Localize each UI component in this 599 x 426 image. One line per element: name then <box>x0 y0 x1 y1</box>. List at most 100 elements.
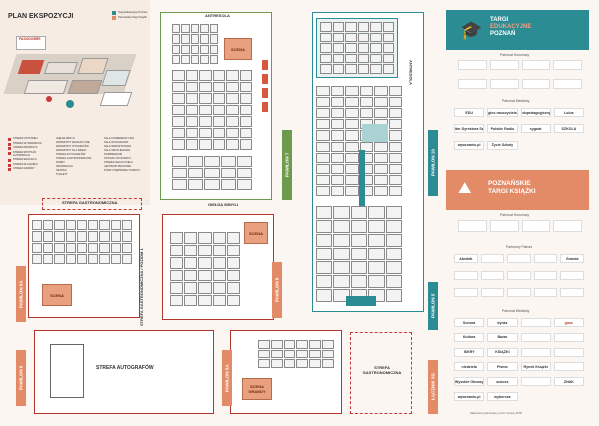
logo-monitor-dyrektora[interactable]: Monitor Dyrektora Szkoły <box>454 124 485 134</box>
strefa-gastronomiczna-top <box>42 198 142 210</box>
pavilion-10-label: PAWILON 10 <box>428 130 438 196</box>
logo-kultura[interactable]: Kultura <box>454 332 485 342</box>
logo-blank <box>507 288 531 297</box>
media-logos-grid: EDU glos nauczyciela edupedagogiczny Lol… <box>454 108 584 154</box>
legend-item: STREFA EDUKACJI <box>13 158 37 162</box>
partners-logos-grid: Abeddk Granda <box>454 254 584 302</box>
legend-label: Targi Edukacyjne Poznań <box>118 10 148 14</box>
logo-lolus[interactable]: Lolus <box>553 108 584 117</box>
legend-item: STREFA OSTATNIEJ <box>13 137 38 140</box>
book-banner: ⛰ POZNAŃSKIE TARGI KSIĄŻKI <box>446 170 589 210</box>
scena-pavilion-7[interactable]: SCENA <box>224 38 252 60</box>
logo-edupedagogiczny[interactable]: edupedagogiczny <box>520 108 551 117</box>
logo-edu[interactable]: EDU <box>454 108 485 117</box>
logo-wyborcza[interactable]: wyborcza <box>487 392 518 402</box>
strefa-gastronomiczna-bottom <box>350 332 412 414</box>
logo-blank <box>560 271 584 280</box>
gastro-top-label: STREFA GASTRONOMICZNA <box>62 200 118 205</box>
legend-item: INFORMACJA <box>56 165 73 169</box>
book-mountains-icon: ⛰ <box>458 180 472 197</box>
logo-blank <box>553 347 584 357</box>
pavilion-7-label: PAWILON 7 <box>282 130 292 200</box>
pasodobre-label: PASODOBRE <box>19 37 41 41</box>
page-title: PLAN EKSPOZYCJI <box>8 13 74 20</box>
logo-zycie-szkoly[interactable]: Życie Szkoły <box>487 140 518 150</box>
orange-swatch <box>112 16 116 20</box>
book-media-logos: Sonora dynkz gosc Kultura Bazar ISKRY KS… <box>454 318 584 404</box>
teal-block-b <box>346 296 376 306</box>
logo-glos-nauczyciela[interactable]: glos nauczyciela <box>487 108 518 117</box>
logo-blank <box>560 288 584 297</box>
logo-dynkz[interactable]: dynkz <box>487 318 518 327</box>
antresola-label: ANTRESOLA <box>205 13 230 18</box>
logo-wpoznaniu[interactable]: wpoznaniu.pl <box>454 140 485 150</box>
logo-blank <box>520 347 551 357</box>
logo-blank <box>454 288 478 297</box>
legend-item: WARSZTATY DLA DZIECI <box>56 149 87 153</box>
logo-wysokie-obcasy[interactable]: Wysokie Obcasy <box>454 377 485 387</box>
legend-left: STREFA OSTATNIEJ STREFA WYDAWNICZA STREF… <box>8 137 52 173</box>
logo-pismo[interactable]: Pismo <box>487 362 518 372</box>
logo-abeddk[interactable]: Abeddk <box>454 254 478 263</box>
logo-ksiazki[interactable]: KSIĄŻKI <box>487 347 518 357</box>
legend-item: TOALETY <box>56 173 68 177</box>
legend-item: SALA WYKŁADOWA <box>104 141 129 145</box>
stands-pavilion-6a <box>32 220 132 264</box>
gastro-left-label: STREFA GASTRONOMICZNA / POZIOM 1 <box>139 248 144 326</box>
legend-item: STREFA WYDAWNICZA <box>13 141 42 145</box>
gielda-winyli-label: GIEŁDA WINYLI <box>208 202 239 207</box>
edu-title: TARGI EDUKACYJNE POZNAŃ <box>490 17 532 37</box>
stands-pavilion-7-a <box>172 24 218 64</box>
stands-pavilion-5 <box>316 206 402 302</box>
logo-wpoznaniu-book[interactable]: wpoznaniu.pl <box>454 392 485 402</box>
stands-pavilion-7-b <box>172 70 252 150</box>
pavilion-6-stand-block <box>50 344 84 398</box>
logo-sygnat[interactable]: sygnat <box>520 124 551 134</box>
pavilion-5a-label: PAWILON 5A <box>222 350 232 406</box>
legend-item: PUNKT PIERWSZEJ POMOCY <box>104 169 141 173</box>
legend-item: STREFA GASTRONOMICZNA <box>56 157 92 161</box>
scena-pavilion-8[interactable]: SCENA <box>244 222 268 244</box>
honorary-logos-row-2 <box>458 220 582 238</box>
logo-blank <box>533 288 558 297</box>
logo-granda[interactable]: Granda <box>560 254 584 263</box>
legend-item: STREFA NAUCZYCIELA <box>104 161 133 165</box>
logo-blank <box>507 271 531 280</box>
teal-swatch <box>112 11 116 15</box>
legend-item: SALA SZKOLENIOWA <box>104 149 131 153</box>
logo-blank <box>533 254 558 263</box>
stands-pavilion-8 <box>170 232 240 306</box>
footer-note: Materiał opracowany przez Grupę MTP <box>470 411 523 415</box>
legend-mid: GIEŁDA WINYLI WARSZTATY EDUKACYJNE WARSZ… <box>56 137 100 178</box>
logo-sukces[interactable]: sukces <box>487 377 518 387</box>
lacznik-5g-label: ŁĄCZNIK 5G <box>428 360 438 414</box>
logo-bazar[interactable]: Bazar <box>487 332 518 342</box>
pavilion-10-corridor <box>359 150 365 210</box>
legend-item: STREFA AUTOGRAFÓW <box>56 153 86 157</box>
scena-grandy[interactable]: SCENA GRANDY <box>242 378 272 400</box>
legend-right: SALA KONFERENCYJNA SALA WYKŁADOWA SALA W… <box>104 137 150 174</box>
logo-sonora[interactable]: Sonora <box>454 318 485 327</box>
logo-polskie-radio[interactable]: Polskie Radio <box>487 124 518 134</box>
logo-niedziela[interactable]: niedziela <box>454 362 485 372</box>
logo-gosc[interactable]: gosc <box>553 318 584 327</box>
legend-item: WARSZTATY WYDAWCÓW <box>56 145 89 149</box>
patronat-medialny-2-label: Patronat Medialny <box>502 309 530 313</box>
logo-iskry[interactable]: ISKRY <box>454 347 485 357</box>
legend-item: GIEŁDA WINYLI <box>56 137 76 140</box>
legend-top: Targi Edukacyjne Poznań Poznańskie Targi… <box>112 11 152 20</box>
fair-map-illustration: PASODOBRE <box>3 30 146 118</box>
logo-blank <box>520 318 551 327</box>
stage-side-blocks <box>262 60 268 140</box>
logo-blank <box>520 332 551 342</box>
logo-znak[interactable]: ZNAK <box>553 377 584 387</box>
pavilion-5-label: PAWILON 5 <box>428 282 438 330</box>
logo-blank <box>507 254 531 263</box>
legend-item: STREFA GRANDY <box>13 167 35 171</box>
logo-rynek-ksiazki[interactable]: Rynek Książki <box>520 362 551 372</box>
logo-szkola[interactable]: SZKOLA <box>553 124 584 134</box>
legend-item: STREFA SPOTKAŃ AUTORSKICH <box>12 150 36 157</box>
scena-pavilion-6a[interactable]: SCENA <box>42 284 72 306</box>
legend-item: DOMKI <box>56 161 65 165</box>
legend-item: STREFA DLA DZIECI <box>13 162 38 166</box>
